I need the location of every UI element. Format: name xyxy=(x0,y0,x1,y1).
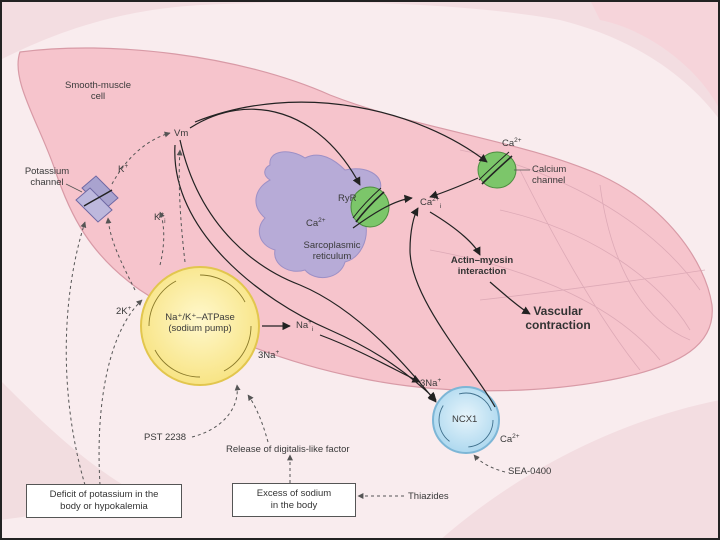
calcium-channel-label: Calcium channel xyxy=(532,164,566,186)
sodium-excess-box: Excess of sodium in the body xyxy=(232,483,356,517)
three-na-ncx-label: 3Na+ xyxy=(420,376,442,389)
potassium-channel-label: Potassium channel xyxy=(18,166,76,188)
tissue-top-right xyxy=(590,0,720,110)
potassium-deficit-line2: body or hypokalemia xyxy=(60,501,148,512)
potassium-channel-line1: Potassium xyxy=(24,166,70,177)
pst-2238-label: PST 2238 xyxy=(144,432,187,443)
solid-arrows xyxy=(174,101,531,408)
ncx1-exchanger xyxy=(432,386,500,454)
vm-label: Vm xyxy=(174,128,189,139)
sodium-excess-line1: Excess of sodium xyxy=(256,488,332,499)
ryr-channel xyxy=(350,186,390,228)
sea-0400-label: SEA-0400 xyxy=(508,466,552,477)
three-na-pump-label: 3Na+ xyxy=(258,348,280,361)
sodium-pump-label: Na⁺/K⁺–ATPase (sodium pump) xyxy=(148,312,252,334)
actin-myosin-label: Actin–myosin interaction xyxy=(440,255,524,277)
ca-sr-label: Ca2+ xyxy=(306,216,326,229)
k-plus-in-label: K+i xyxy=(154,210,166,225)
calcium-channel-line2: channel xyxy=(532,175,566,186)
sarcoplasmic-reticulum-line1: Sarcoplasmic xyxy=(303,240,361,251)
calcium-channel-line1: Calcium xyxy=(532,164,567,175)
smooth-muscle-cell-line2: cell xyxy=(90,91,106,102)
vascular-contraction-label: Vascular contraction xyxy=(516,304,600,332)
sodium-pump-line2: (sodium pump) xyxy=(168,323,232,334)
na-i-label: Na+i xyxy=(296,318,314,333)
vascular-contraction-line2: contraction xyxy=(525,318,591,332)
thiazides-label: Thiazides xyxy=(408,491,449,502)
k-plus-out-label: K+ xyxy=(118,162,129,175)
actin-myosin-line2: interaction xyxy=(457,266,507,277)
actin-myosin-line1: Actin–myosin xyxy=(450,255,514,266)
ryr-label: RyR xyxy=(338,193,357,204)
potassium-channel xyxy=(75,175,119,223)
smooth-muscle-cell-label: Smooth-muscle cell xyxy=(62,80,134,102)
sarcoplasmic-reticulum-label: Sarcoplasmic reticulum xyxy=(292,240,372,262)
smooth-muscle-cell-line1: Smooth-muscle xyxy=(65,80,131,91)
ca-ncx-label: Ca2+ xyxy=(500,432,520,445)
dashed-arrows xyxy=(65,131,506,499)
ca-channel-ion-label: Ca2+ xyxy=(502,136,522,149)
potassium-deficit-line1: Deficit of potassium in the xyxy=(49,489,159,500)
myofilament-lines xyxy=(429,149,706,371)
sodium-pump xyxy=(140,266,260,386)
vascular-contraction-line1: Vascular xyxy=(533,304,583,318)
potassium-deficit-box: Deficit of potassium in the body or hypo… xyxy=(26,484,182,518)
tissue-bottom-right xyxy=(440,400,720,540)
sodium-excess-line2: in the body xyxy=(270,500,318,511)
ca-i-label: Ca2+i xyxy=(420,195,442,210)
sarcoplasmic-reticulum-line2: reticulum xyxy=(312,251,352,262)
digitalis-factor-label: Release of digitalis-like factor xyxy=(226,444,350,455)
two-k-label: 2K+ xyxy=(116,304,132,317)
potassium-channel-line2: channel xyxy=(30,177,64,188)
calcium-channel xyxy=(477,151,517,189)
potassium-channel-leader xyxy=(65,183,83,193)
sodium-pump-line1: Na⁺/K⁺–ATPase xyxy=(165,312,235,323)
ncx1-label: NCX1 xyxy=(452,414,478,425)
